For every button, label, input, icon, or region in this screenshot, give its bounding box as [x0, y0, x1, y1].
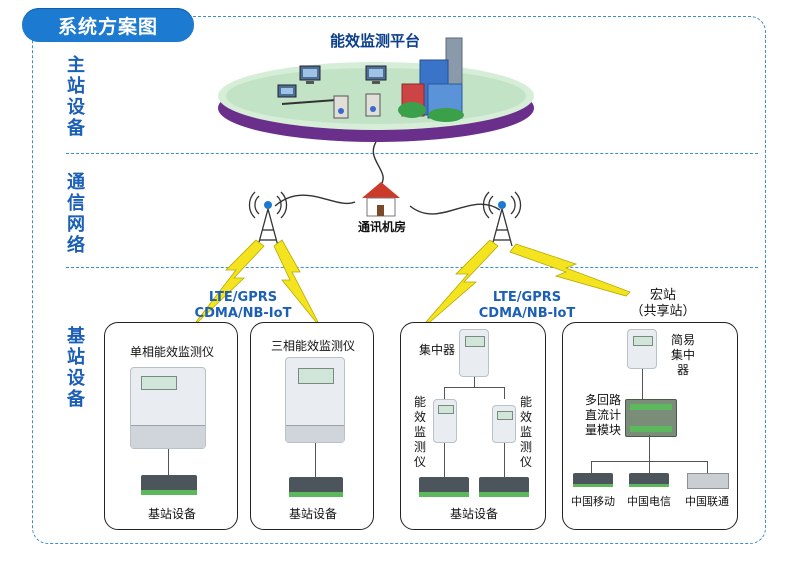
- concentrator-drop-right: [504, 387, 505, 399]
- macro-station-line1: 宏站: [649, 288, 676, 303]
- comm-room-label: 通讯机房: [357, 220, 406, 234]
- comm-room-house: [362, 182, 400, 217]
- platform-title: 能效监测平台: [329, 32, 420, 50]
- diagram-frame: [32, 16, 766, 544]
- carrier-device-telecom: [629, 473, 669, 487]
- concentrator-drop-left: [444, 387, 445, 399]
- separator-comm-base: [66, 267, 758, 268]
- carrier-label-mobile: 中国移动: [571, 495, 615, 508]
- network-label-right: LTE/GPRS CDMA/NB-loT: [472, 290, 582, 322]
- carrier-label-unicom: 中国联通: [685, 495, 729, 508]
- concentrator-label: 集中器: [418, 343, 455, 357]
- carrier-drop-1: [591, 461, 592, 473]
- base-box-macro-station: 简易集中器 多回路直流计量模块 中国移动 中国电信 中国联通: [562, 322, 738, 530]
- network-right-line2: CDMA/NB-loT: [478, 306, 576, 321]
- monitor-left-image: [433, 399, 457, 443]
- single-phase-monitor-label: 单相能效监测仪: [129, 345, 214, 359]
- single-phase-wire: [168, 449, 169, 475]
- left-tower: [248, 191, 288, 247]
- platform-buildings: [398, 37, 464, 122]
- dc-module-wire: [649, 435, 650, 461]
- three-phase-wire: [315, 443, 316, 477]
- macro-station-line2: （共享站）: [630, 304, 696, 319]
- dc-module-image: [625, 399, 677, 437]
- platform-server-2: [365, 93, 381, 117]
- section-label-master: 主站设备: [67, 55, 85, 139]
- three-phase-footer-label: 基站设备: [288, 507, 337, 521]
- carrier-label-telecom: 中国电信: [627, 495, 671, 508]
- concentrator-footer-label: 基站设备: [449, 507, 498, 521]
- network-label-left: LTE/GPRS CDMA/NB-IoT: [188, 290, 298, 322]
- network-right-line1: LTE/GPRS: [492, 290, 562, 305]
- platform-computer-1: [299, 65, 321, 84]
- cable-platform-room: [372, 141, 384, 187]
- carrier-drop-3: [707, 461, 708, 473]
- separator-master-comm: [66, 153, 758, 154]
- right-tower: [482, 191, 522, 247]
- concentrator-bus: [444, 387, 504, 388]
- platform-network-line: [281, 99, 337, 105]
- macro-station-label: 宏站 （共享站）: [618, 288, 708, 320]
- monitor-right-label: 能效监测仪: [519, 395, 532, 469]
- network-left-line2: CDMA/NB-IoT: [194, 306, 292, 321]
- monitor-left-label: 能效监测仪: [413, 395, 426, 469]
- platform-server-1: [333, 95, 349, 119]
- three-phase-meter-image: [285, 357, 345, 443]
- base-box-concentrator: 集中器 能效监测仪 能效监测仪 基站设备: [400, 322, 546, 530]
- bolt-right-2: [509, 243, 631, 297]
- carrier-device-mobile: [573, 473, 613, 487]
- monitor-right-image: [492, 405, 516, 443]
- concentrator-base-device-2: [479, 477, 529, 497]
- section-label-base: 基站设备: [67, 326, 85, 410]
- diagram-title: 系统方案图: [22, 8, 194, 42]
- network-left-line1: LTE/GPRS: [208, 290, 278, 305]
- three-phase-monitor-label: 三相能效监测仪: [270, 339, 355, 353]
- cable-left-tower: [274, 194, 356, 207]
- single-phase-meter-image: [130, 367, 206, 449]
- monitor-right-wire: [504, 443, 505, 477]
- monitor-left-wire: [444, 443, 445, 477]
- single-phase-base-device: [141, 475, 197, 495]
- base-box-single-phase: 单相能效监测仪 基站设备: [104, 322, 238, 530]
- simple-concentrator-image: [627, 329, 657, 369]
- simple-concentrator-wire: [642, 369, 643, 399]
- carrier-device-unicom: [687, 473, 729, 489]
- section-label-comm: 通信网络: [67, 172, 85, 256]
- platform-computer-2: [365, 65, 387, 84]
- concentrator-image: [459, 329, 489, 377]
- three-phase-base-device: [289, 477, 343, 497]
- single-phase-footer-label: 基站设备: [147, 507, 196, 521]
- base-box-three-phase: 三相能效监测仪 基站设备: [250, 322, 374, 530]
- concentrator-wire: [474, 377, 475, 387]
- carrier-drop-2: [649, 461, 650, 473]
- dc-module-label: 多回路直流计量模块: [584, 393, 621, 437]
- concentrator-base-device-1: [419, 477, 469, 497]
- simple-concentrator-label: 简易集中器: [670, 333, 695, 377]
- platform-computer-3: [277, 84, 297, 98]
- cable-right-tower: [409, 203, 501, 215]
